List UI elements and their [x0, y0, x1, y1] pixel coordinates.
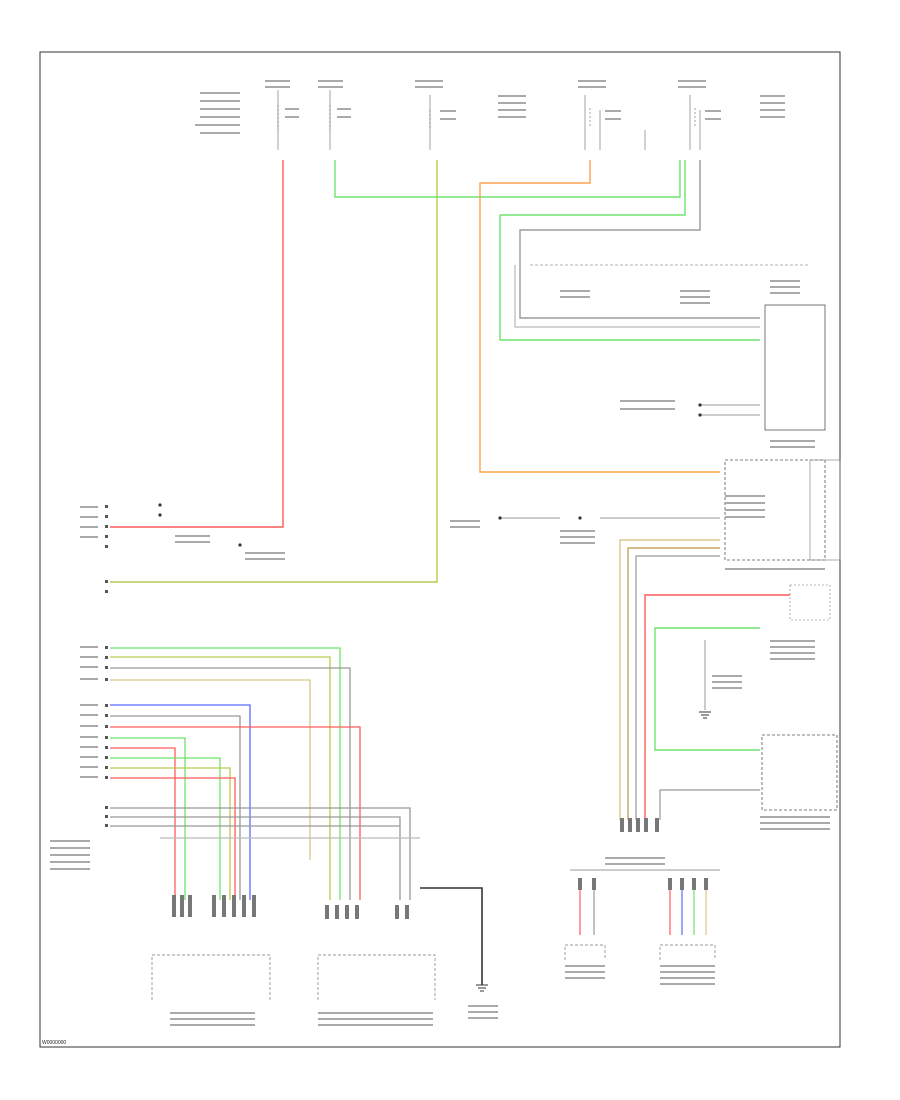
ground-icon [476, 984, 488, 992]
wire-red-main [110, 160, 284, 528]
module-right-upper-box [789, 584, 831, 621]
module-top-right [764, 304, 826, 431]
top-label-marks [195, 80, 785, 134]
wire-orange [479, 160, 720, 473]
wire-yellow-green [110, 160, 438, 583]
right-label-marks [450, 280, 830, 830]
diagram-frame [39, 51, 841, 1048]
module-lower-right [761, 734, 838, 811]
wire-gray-1 [519, 160, 760, 319]
wire-gray-5 [659, 789, 760, 820]
wire-tan-2 [627, 547, 720, 820]
bottom-connector-pins [172, 818, 708, 919]
wire-gray-2 [514, 265, 760, 328]
wire-green-top [334, 160, 681, 198]
bottom-components [151, 869, 720, 1000]
wire-red-right [644, 594, 790, 820]
wire-black-ground [420, 887, 483, 985]
wire-green-right-2 [500, 160, 686, 216]
left-label-marks [50, 506, 285, 870]
wire-green-right-3 [654, 627, 760, 751]
bottom-connector-wires [579, 890, 707, 935]
wire-gray-4 [635, 555, 720, 820]
bottom-label-marks [170, 857, 715, 1026]
top-fuse-group [277, 90, 701, 150]
wire-tan-1 [619, 539, 720, 820]
module-mid-right-inner [809, 459, 841, 561]
splice-dots [158, 403, 702, 547]
wire-green-right [499, 215, 760, 341]
ground-icon-right [699, 711, 711, 719]
left-connector-pins [105, 505, 108, 827]
lower-left-harness [110, 647, 420, 900]
footer-code: W0000000 [42, 1040, 66, 1046]
